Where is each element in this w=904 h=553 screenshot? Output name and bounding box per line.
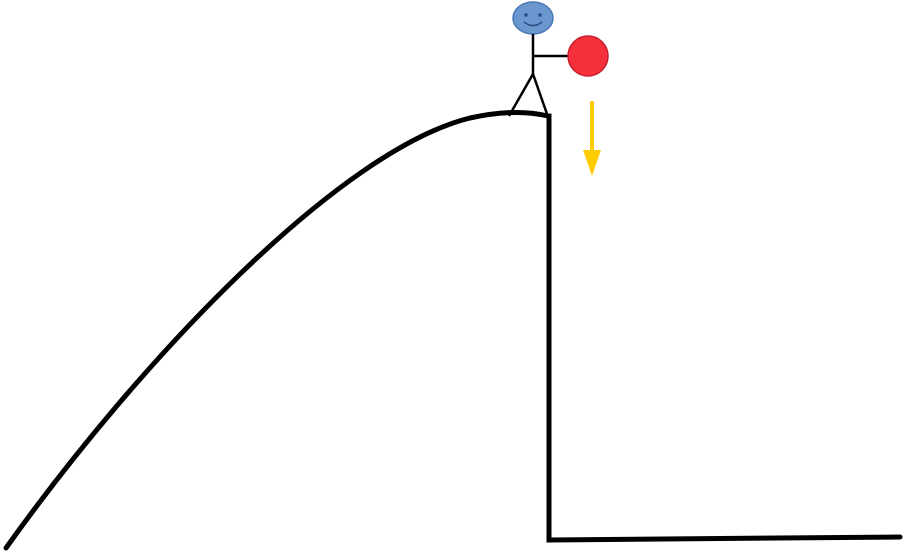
- ground-line: [546, 534, 903, 543]
- hill-curve: [3, 109, 551, 551]
- figure-left-eye: [524, 13, 528, 17]
- figure-head: [512, 1, 554, 35]
- figure-right-eye: [538, 13, 542, 17]
- arrow-head: [583, 150, 601, 176]
- figure-right-leg: [531, 73, 549, 115]
- down-arrow-icon: [583, 101, 601, 176]
- figure-left-leg: [507, 73, 535, 117]
- figure-smile: [523, 21, 543, 27]
- red-ball-icon: [567, 35, 609, 77]
- stick-figure-icon: [507, 1, 569, 117]
